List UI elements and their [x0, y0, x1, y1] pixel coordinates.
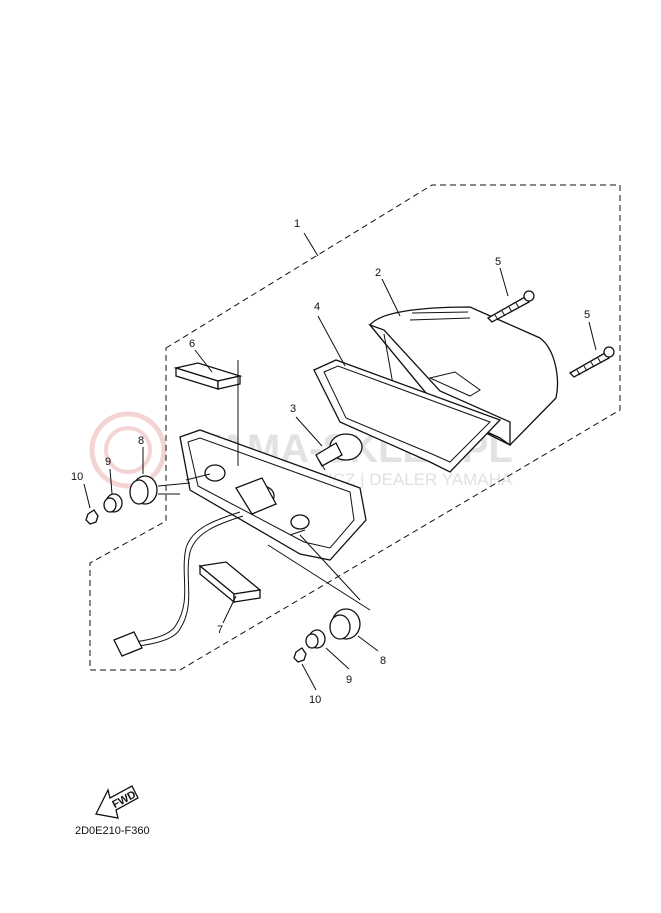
watermark-logo	[89, 411, 167, 489]
base-housing	[179, 429, 367, 561]
callout-5-upper: 5	[495, 256, 501, 268]
callout-10-right: 10	[309, 694, 321, 706]
fwd-arrow-icon: FWD	[95, 785, 139, 819]
screw-part-5-upper	[486, 290, 535, 323]
callout-10-left: 10	[71, 471, 83, 483]
watermark-subtitle: WICZ | DEALER YAMAHA	[312, 470, 513, 489]
callout-8-left: 8	[138, 435, 144, 447]
screw-part-5-lower	[568, 346, 615, 378]
diagram-code: 2D0E210-F360	[75, 825, 150, 837]
damper-part-6	[173, 362, 243, 390]
leader-right-hardware	[267, 534, 371, 611]
collar-part-9-left	[103, 493, 123, 513]
fwd-label: FWD	[110, 789, 138, 811]
assembly-boundary	[89, 184, 621, 671]
callout-9-left: 9	[105, 456, 111, 468]
collar-part-9-right	[305, 629, 326, 649]
damper-part-7	[198, 561, 262, 604]
wire-harness	[113, 511, 244, 657]
callout-9-right: 9	[346, 674, 352, 686]
callout-5-lower: 5	[584, 309, 590, 321]
callout-4: 4	[314, 301, 320, 313]
callout-2: 2	[375, 267, 381, 279]
callout-8-right: 8	[380, 655, 386, 667]
bulb-part-3	[315, 433, 363, 471]
gasket-part-4	[313, 359, 502, 473]
grommet-part-8-left	[129, 475, 158, 505]
callout-leaders	[83, 232, 597, 691]
grommet-part-8-right	[329, 608, 361, 640]
nut-part-10-right	[293, 647, 307, 663]
callout-7: 7	[217, 624, 223, 636]
callout-1: 1	[294, 218, 300, 230]
callout-6: 6	[189, 338, 195, 350]
nut-part-10-left	[85, 509, 99, 525]
callout-3: 3	[290, 403, 296, 415]
leader-left-hardware	[157, 482, 191, 495]
